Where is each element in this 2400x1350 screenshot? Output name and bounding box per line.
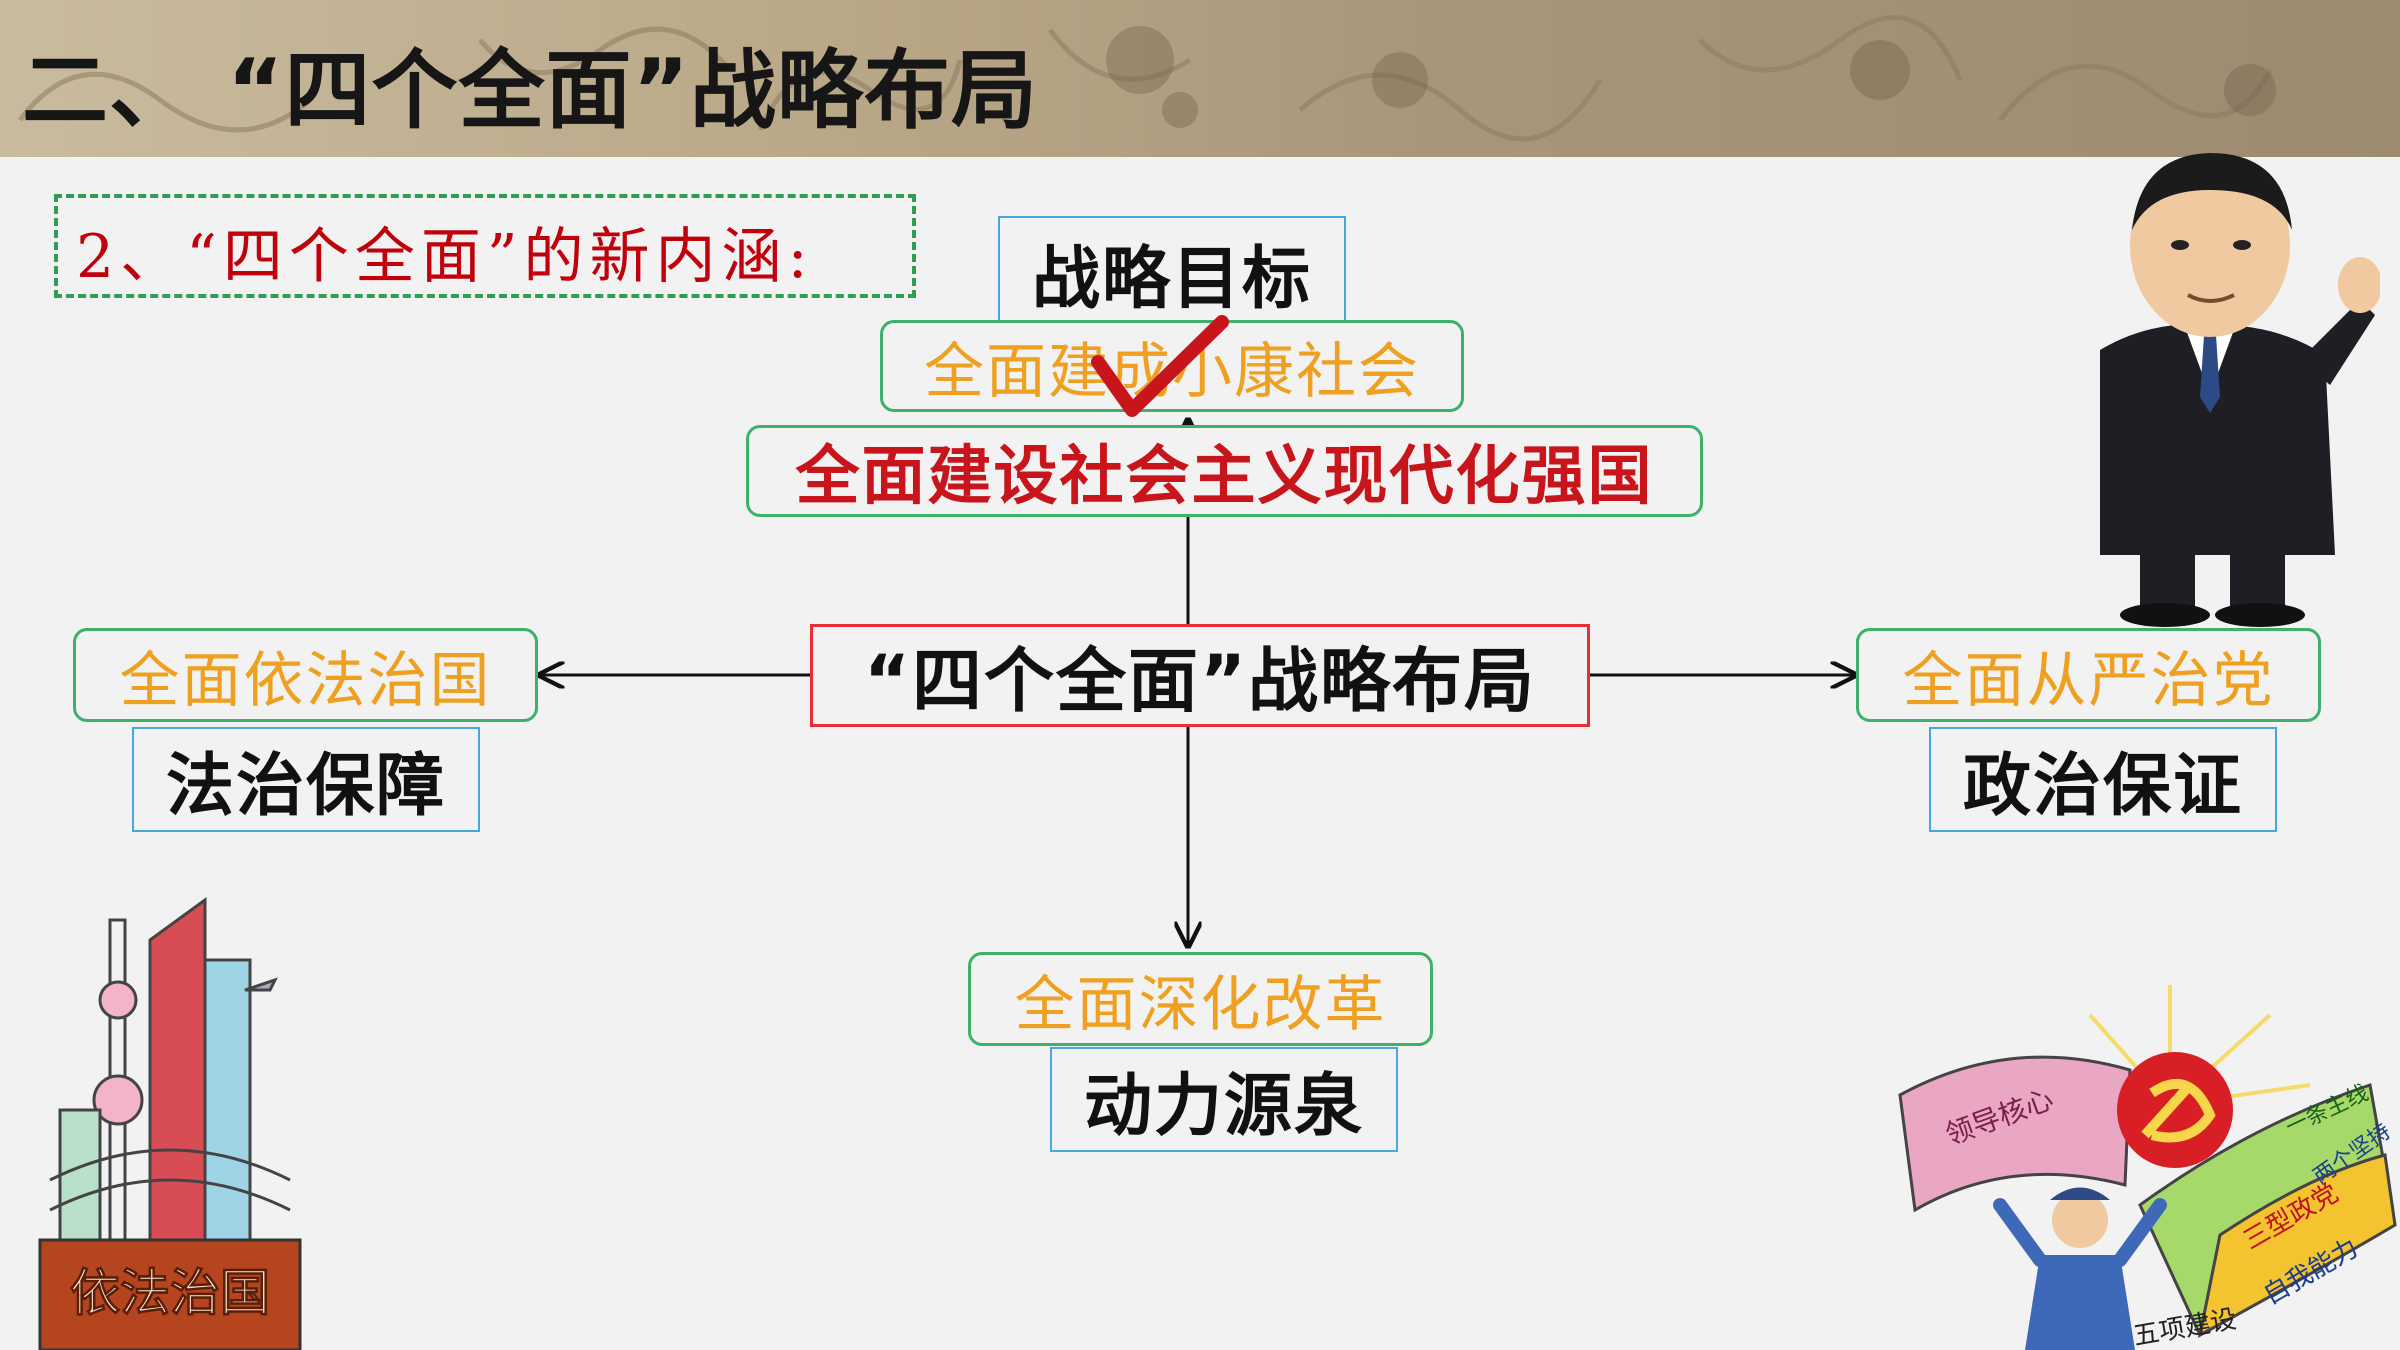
page-title: 二、 “四个全面”战略布局 xyxy=(22,41,1038,141)
old-goal-box: 全面建成小康社会 xyxy=(880,320,1464,412)
right-caption: 政治保证 xyxy=(1962,747,2243,826)
left-sign-text: 依法治国 xyxy=(70,1263,270,1322)
left-box: 全面依法治国 xyxy=(73,628,538,722)
bottom-label: 全面深化改革 xyxy=(1014,969,1387,1040)
left-caption-box: 法治保障 xyxy=(132,727,480,832)
banner-r5-text: 五项建设 xyxy=(2131,1304,2239,1350)
bottom-box: 全面深化改革 xyxy=(968,952,1433,1046)
city-skyline-illustration: 依法治国 xyxy=(38,897,302,1350)
party-emblem-illustration: 领导核心 一条主线 两个坚持 三型政党 自我能力 五项建设 xyxy=(1898,985,2397,1350)
left-label: 全面依法治国 xyxy=(119,645,492,716)
right-caption-box: 政治保证 xyxy=(1929,727,2277,832)
new-goal-label: 全面建设社会主义现代化强国 xyxy=(795,440,1654,514)
center-box: “四个全面”战略布局 xyxy=(810,624,1590,727)
bottom-caption-box: 动力源泉 xyxy=(1050,1047,1398,1152)
subtitle: 2、“四个全面”的新内涵: xyxy=(76,222,814,292)
old-goal-label: 全面建成小康社会 xyxy=(924,336,1420,407)
right-label: 全面从严治党 xyxy=(1902,645,2275,716)
goal-caption: 战略目标 xyxy=(1031,239,1312,319)
new-goal-box: 全面建设社会主义现代化强国 xyxy=(746,425,1703,517)
header-band: 二、 “四个全面”战略布局 xyxy=(0,0,2400,157)
leader-figure-illustration xyxy=(2100,153,2380,627)
center-label: “四个全面”战略布局 xyxy=(863,640,1536,722)
goal-caption-box: 战略目标 xyxy=(998,216,1346,328)
header-pattern xyxy=(18,15,2276,142)
subtitle-box: 2、“四个全面”的新内涵: xyxy=(54,194,916,298)
right-box: 全面从严治党 xyxy=(1856,628,2321,722)
bottom-caption: 动力源泉 xyxy=(1083,1067,1364,1146)
left-caption: 法治保障 xyxy=(165,747,446,826)
